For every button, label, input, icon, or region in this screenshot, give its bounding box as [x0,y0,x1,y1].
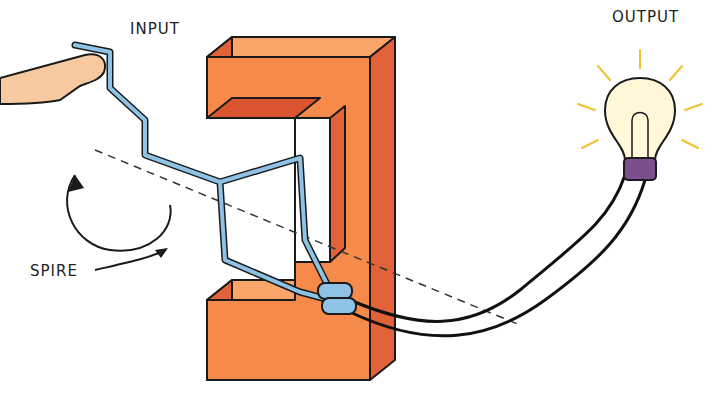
rotation-arrowhead [68,175,84,192]
rotation-arrow [67,175,171,251]
leader-arrowhead [155,248,168,258]
slip-rings [318,283,356,314]
part-label: INPUT [130,20,180,38]
part-label: OUTPUT [612,8,679,26]
output-wires [350,175,645,336]
spire-loop [75,45,330,300]
leader-line [95,250,165,270]
part-label: SPIRE [30,262,78,280]
light-bulb [578,50,702,180]
hand [0,54,105,104]
